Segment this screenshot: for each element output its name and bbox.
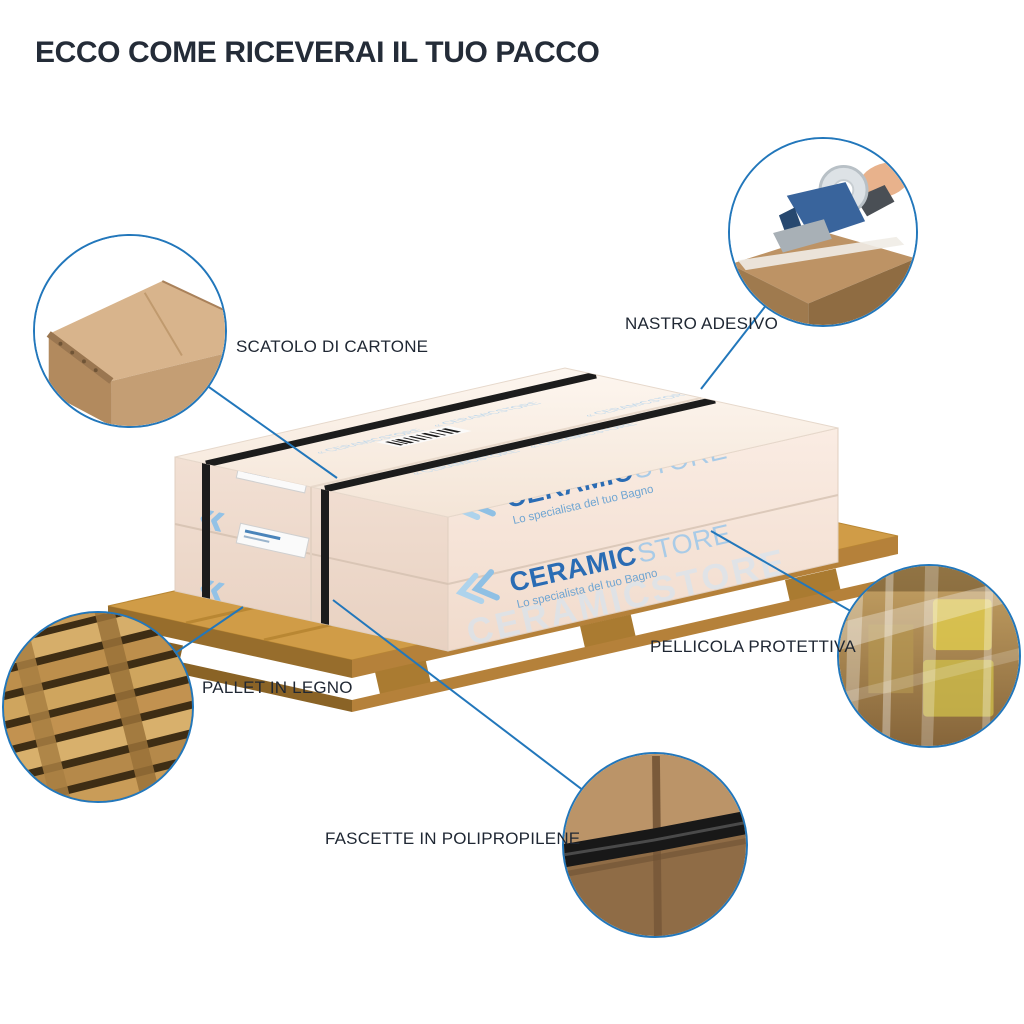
strap-photo xyxy=(564,754,746,936)
shipping-barcode-label xyxy=(376,425,472,448)
label-nastro: NASTRO ADESIVO xyxy=(625,314,779,333)
label-pellicola: PELLICOLA PROTETTIVA xyxy=(650,637,856,656)
callout-circle-nastro xyxy=(728,137,918,327)
cardboard-box-corner-photo xyxy=(35,236,225,426)
callout-circle-pallet xyxy=(2,611,194,803)
straps-side xyxy=(202,463,329,626)
label-pallet: PALLET IN LEGNO xyxy=(202,678,353,697)
chevron-icon xyxy=(471,569,500,601)
straps-top xyxy=(205,371,716,493)
label-scatolo: SCATOLO DI CARTONE xyxy=(236,337,429,356)
tape-gun-photo xyxy=(730,139,916,325)
label-fascette: FASCETTE IN POLIPROPILENE xyxy=(325,829,581,848)
page-title: ECCO COME RICEVERAI IL TUO PACCO xyxy=(35,36,600,69)
chevron-icon xyxy=(455,572,485,605)
side-label xyxy=(235,522,310,559)
callout-circle-fascette xyxy=(562,752,748,938)
stretch-film-photo xyxy=(839,566,1019,746)
wooden-pallet-photo xyxy=(4,613,192,801)
callout-circle-scatolo xyxy=(33,234,227,428)
callout-circle-pellicola xyxy=(837,564,1021,748)
package-box xyxy=(174,367,839,652)
